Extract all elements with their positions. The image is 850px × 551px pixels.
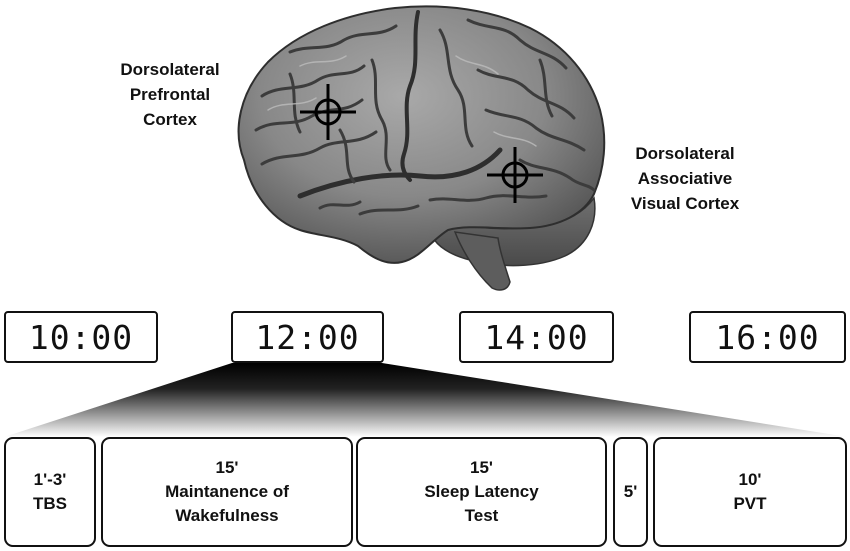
brainstem bbox=[453, 231, 511, 291]
time-label: 12:00 bbox=[255, 317, 360, 357]
crosshair-icon bbox=[487, 147, 543, 203]
brain-highlights bbox=[267, 55, 537, 147]
session-name: Maintanence of bbox=[165, 482, 289, 501]
label-line: Prefrontal bbox=[129, 85, 211, 104]
time-label: 14:00 bbox=[484, 317, 589, 357]
time-box-1000: 10:00 bbox=[4, 311, 158, 363]
time-box-1400: 14:00 bbox=[459, 311, 614, 363]
session-duration: 10' bbox=[738, 470, 762, 489]
lateral-sulcus bbox=[297, 147, 503, 199]
session-name: Sleep Latency bbox=[424, 482, 539, 501]
label-dorsolateral-prefrontal-cortex: Dorsolateral Prefrontal Cortex bbox=[90, 57, 250, 132]
cerebrum bbox=[237, 5, 606, 264]
session-name: Wakefulness bbox=[175, 506, 279, 525]
central-sulcus bbox=[400, 10, 420, 182]
crosshair-icon bbox=[300, 84, 356, 140]
label-dorsolateral-associative-visual-cortex: Dorsolateral Associative Visual Cortex bbox=[600, 141, 770, 216]
session-duration: 1'-3' bbox=[33, 470, 67, 489]
label-line: Associative bbox=[637, 169, 733, 188]
session-maintenance-of-wakefulness: 15' Maintanence of Wakefulness bbox=[101, 437, 353, 547]
brain-illustration bbox=[237, 5, 606, 291]
session-name: PVT bbox=[733, 494, 767, 513]
brain-gyri bbox=[254, 18, 596, 216]
session-name: TBS bbox=[33, 494, 67, 513]
session-duration: 15' bbox=[215, 458, 239, 477]
label-line: Visual Cortex bbox=[630, 194, 740, 213]
label-line: Dorsolateral bbox=[635, 144, 735, 163]
session-pvt: 10' PVT bbox=[653, 437, 847, 547]
session-sleep-latency-test: 15' Sleep Latency Test bbox=[356, 437, 607, 547]
time-label: 16:00 bbox=[715, 317, 820, 357]
time-label: 10:00 bbox=[28, 317, 134, 357]
label-line: Cortex bbox=[143, 110, 197, 129]
label-line: Dorsolateral bbox=[120, 60, 220, 79]
session-name: Test bbox=[464, 506, 499, 525]
session-duration: 15' bbox=[470, 458, 493, 477]
time-box-1600: 16:00 bbox=[689, 311, 846, 363]
session-tbs: 1'-3' TBS bbox=[4, 437, 96, 547]
session-duration: 5' bbox=[623, 482, 638, 501]
time-box-1200: 12:00 bbox=[231, 311, 384, 363]
session-pause: 5' bbox=[613, 437, 648, 547]
